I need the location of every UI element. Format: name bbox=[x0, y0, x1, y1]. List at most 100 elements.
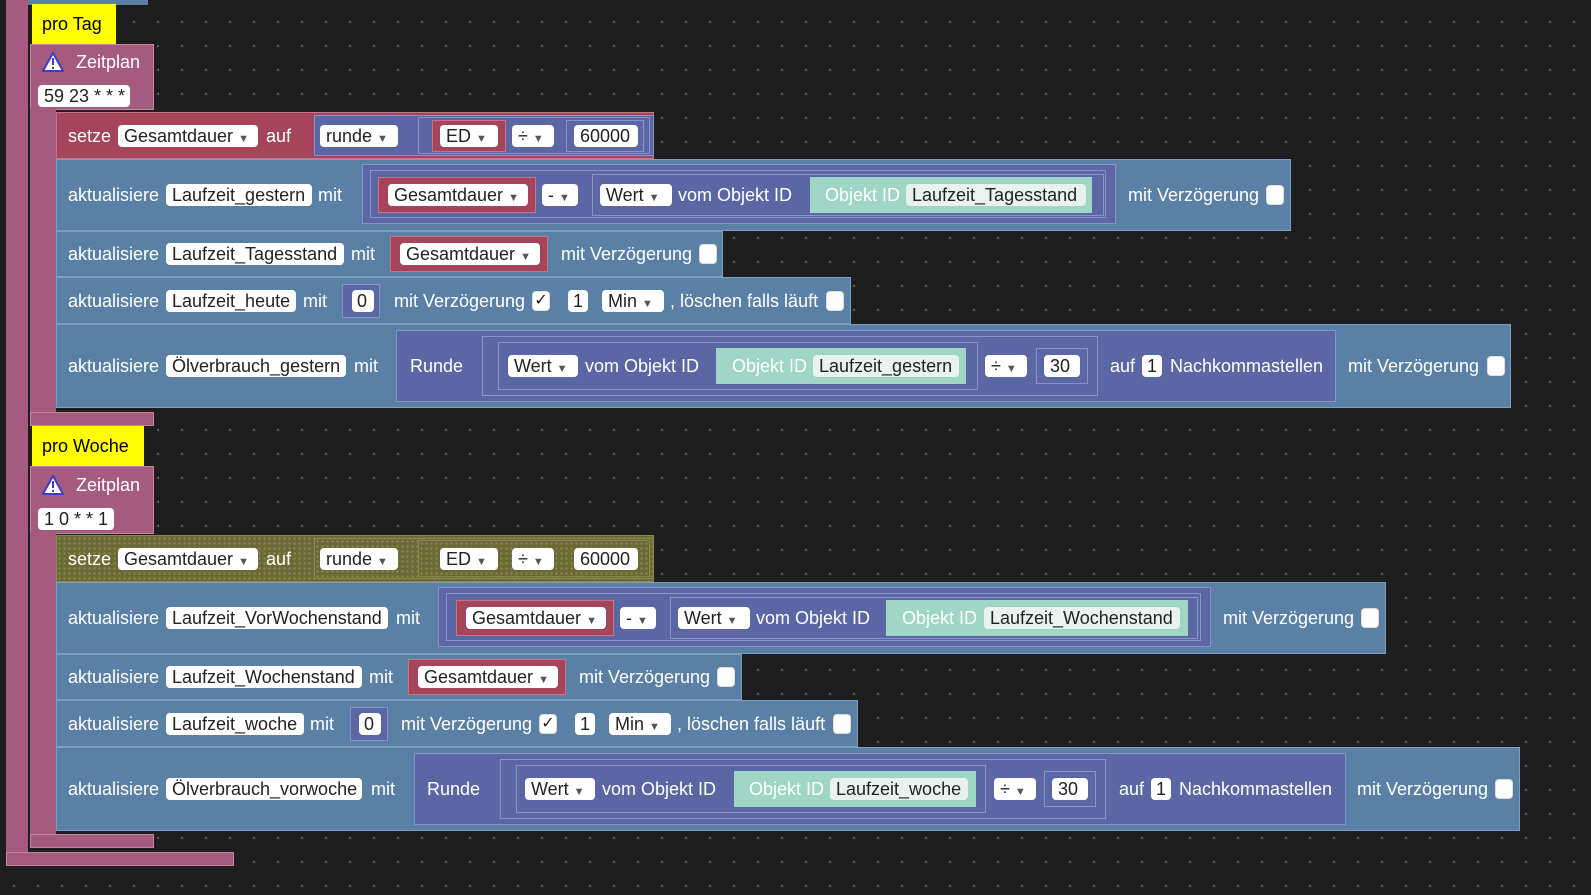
cron-field[interactable]: 59 23 * * * bbox=[38, 85, 130, 107]
value-label: Wert bbox=[514, 356, 552, 376]
variable-dropdown[interactable]: Gesamtdauer▼ bbox=[118, 125, 258, 147]
schedule-block-week-bottom bbox=[30, 834, 154, 848]
operator-dropdown[interactable]: ÷▼ bbox=[512, 125, 554, 147]
number-field[interactable]: 60000 bbox=[574, 125, 638, 147]
places-field[interactable]: 1 bbox=[1151, 778, 1171, 800]
update-label: aktualisiere bbox=[68, 356, 160, 376]
operator-dropdown[interactable]: ÷▼ bbox=[512, 548, 554, 570]
operator-dropdown[interactable]: ÷▼ bbox=[994, 778, 1036, 800]
delay-label: mit Verzögerung bbox=[1128, 185, 1260, 205]
delay-checkbox[interactable] bbox=[717, 667, 735, 687]
update-label: aktualisiere bbox=[68, 244, 160, 264]
unit-dropdown[interactable]: Min ▼ bbox=[609, 713, 671, 735]
comment-pro-woche[interactable]: pro Woche bbox=[32, 426, 144, 466]
dropdown-arrow-icon: ▼ bbox=[1005, 363, 1017, 375]
object-field[interactable]: Laufzeit_Tagesstand bbox=[166, 243, 344, 265]
operator: ÷ bbox=[991, 356, 1001, 376]
object-field[interactable]: Laufzeit_heute bbox=[166, 290, 296, 312]
object-id-label: Objekt ID bbox=[825, 185, 901, 205]
delay-checkbox[interactable] bbox=[1361, 608, 1379, 628]
outer-event-block[interactable] bbox=[6, 0, 28, 858]
delay-checkbox[interactable] bbox=[1266, 185, 1284, 205]
operator-dropdown[interactable]: ÷▼ bbox=[985, 355, 1027, 377]
object-id-label: Objekt ID bbox=[732, 356, 808, 376]
value-label: Wert bbox=[531, 779, 569, 799]
delay-checkbox[interactable] bbox=[699, 244, 717, 264]
comment-pro-tag[interactable]: pro Tag bbox=[32, 4, 116, 44]
object-id-label: Objekt ID bbox=[902, 608, 978, 628]
variable-dropdown[interactable]: Gesamtdauer▼ bbox=[400, 243, 540, 265]
variable-dropdown[interactable]: Gesamtdauer▼ bbox=[388, 184, 528, 206]
variable-dropdown[interactable]: Gesamtdauer▼ bbox=[418, 666, 558, 688]
number-field[interactable]: 30 bbox=[1052, 778, 1088, 800]
delay-label: mit Verzögerung bbox=[1223, 608, 1355, 628]
value-dropdown[interactable]: Wert▼ bbox=[600, 184, 672, 206]
object-field[interactable]: Ölverbrauch_vorwoche bbox=[166, 778, 362, 800]
clear-checkbox[interactable] bbox=[826, 291, 844, 311]
value-dropdown[interactable]: Wert▼ bbox=[525, 778, 595, 800]
variable-dropdown[interactable]: Gesamtdauer▼ bbox=[118, 548, 258, 570]
object-field[interactable]: Ölverbrauch_gestern bbox=[166, 355, 346, 377]
object-id-field[interactable]: Laufzeit_woche bbox=[830, 778, 968, 800]
value-dropdown[interactable]: Wert ▼ bbox=[508, 355, 578, 377]
object-field[interactable]: Laufzeit_gestern bbox=[166, 184, 312, 206]
number-field[interactable]: 30 bbox=[1044, 355, 1080, 377]
delay-label: mit Verzögerung bbox=[1357, 779, 1489, 799]
connector-top bbox=[28, 0, 148, 5]
dropdown-arrow-icon: ▼ bbox=[649, 721, 660, 733]
unit-label: Min bbox=[615, 714, 645, 734]
number-field[interactable]: 0 bbox=[359, 713, 381, 735]
value-label: Wert bbox=[684, 608, 722, 628]
dropdown-arrow-icon: ▼ bbox=[556, 363, 568, 375]
object-id-field[interactable]: Laufzeit_gestern bbox=[813, 355, 959, 377]
update-label: aktualisiere bbox=[68, 291, 160, 311]
schedule-label: Zeitplan bbox=[76, 52, 141, 72]
operator: ÷ bbox=[1000, 779, 1010, 799]
dropdown-arrow-icon: ▼ bbox=[377, 133, 388, 145]
dropdown-arrow-icon: ▼ bbox=[559, 192, 570, 204]
unit-label: Min bbox=[608, 291, 638, 311]
places-field[interactable]: 1 bbox=[1142, 355, 1162, 377]
number-field[interactable]: 0 bbox=[352, 290, 374, 312]
dropdown-arrow-icon: ▼ bbox=[238, 133, 249, 145]
update-label: aktualisiere bbox=[68, 185, 160, 205]
update-block[interactable] bbox=[56, 700, 858, 747]
operator-dropdown[interactable]: -▼ bbox=[620, 607, 656, 629]
cron-field[interactable]: 1 0 * * 1 bbox=[38, 508, 114, 530]
delay-checkbox[interactable] bbox=[1487, 356, 1505, 376]
object-field[interactable]: Laufzeit_VorWochenstand bbox=[166, 607, 388, 629]
variable-name: Gesamtdauer bbox=[124, 549, 234, 569]
delay-label: mit Verzögerung bbox=[561, 244, 693, 264]
delay-checkbox[interactable]: ✓ bbox=[539, 714, 557, 734]
variable-dropdown[interactable]: Gesamtdauer▼ bbox=[466, 607, 606, 629]
value-dropdown[interactable]: Wert▼ bbox=[678, 607, 750, 629]
mit-label: mit bbox=[369, 667, 393, 687]
dropdown-arrow-icon: ▼ bbox=[532, 556, 544, 568]
round-dropdown[interactable]: runde▼ bbox=[320, 548, 398, 570]
set-label: setze bbox=[68, 549, 112, 569]
update-block[interactable] bbox=[56, 277, 851, 324]
object-id-field[interactable]: Laufzeit_Wochenstand bbox=[984, 607, 1180, 629]
variable-dropdown[interactable]: ED▼ bbox=[440, 125, 498, 147]
auf-label: auf bbox=[266, 126, 292, 146]
object-id-field[interactable]: Laufzeit_Tagesstand bbox=[906, 184, 1086, 206]
from-object-label: vom Objekt ID bbox=[585, 356, 700, 376]
dropdown-arrow-icon: ▼ bbox=[642, 298, 653, 310]
variable-dropdown[interactable]: ED▼ bbox=[440, 548, 498, 570]
delay-checkbox[interactable]: ✓ bbox=[532, 291, 550, 311]
delay-checkbox[interactable] bbox=[1495, 779, 1513, 799]
variable-name: Gesamtdauer bbox=[406, 244, 516, 264]
delay-amount-field[interactable]: 1 bbox=[568, 290, 588, 312]
operator-dropdown[interactable]: -▼ bbox=[542, 184, 578, 206]
warning-triangle-icon[interactable] bbox=[42, 475, 64, 495]
unit-dropdown[interactable]: Min ▼ bbox=[602, 290, 664, 312]
delay-amount-field[interactable]: 1 bbox=[575, 713, 595, 735]
warning-triangle-icon[interactable] bbox=[42, 52, 64, 72]
clear-checkbox[interactable] bbox=[833, 714, 851, 734]
object-field[interactable]: Laufzeit_Wochenstand bbox=[166, 666, 362, 688]
mit-label: mit bbox=[371, 779, 395, 799]
number-field[interactable]: 60000 bbox=[574, 548, 638, 570]
object-field[interactable]: Laufzeit_woche bbox=[166, 713, 304, 735]
round-dropdown[interactable]: runde▼ bbox=[320, 125, 398, 147]
outer-event-block-bottom bbox=[6, 852, 234, 866]
